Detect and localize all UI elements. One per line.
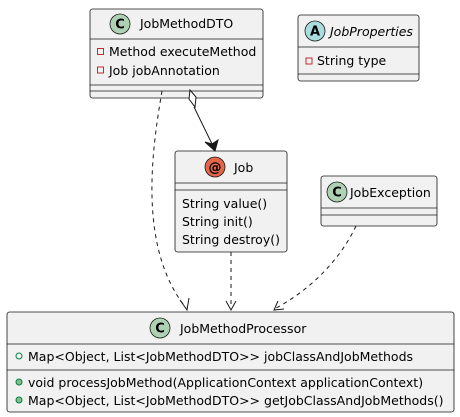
field: String type (317, 53, 387, 68)
aggregation-dto-to-job (188, 88, 219, 152)
field: Job jobAnnotation (108, 63, 220, 78)
class-name: Job (233, 160, 253, 175)
dependency-job-to-processor (225, 252, 237, 312)
method: String value() (182, 196, 267, 211)
field: Map<Object, List<JobMethodDTO>> jobClass… (28, 349, 413, 364)
class-jobexception: C JobException (320, 175, 438, 227)
method: String init() (182, 214, 253, 229)
private-field-icon (97, 48, 104, 55)
method: Map<Object, List<JobMethodDTO>> getJobCl… (28, 393, 444, 408)
private-field-icon (305, 57, 313, 65)
class-name: JobMethodDTO (139, 16, 233, 31)
public-method-icon (15, 396, 23, 404)
private-field-icon (97, 66, 104, 74)
public-method-icon (15, 378, 23, 386)
dependency-exception-to-processor (273, 225, 357, 311)
class-job: @ Job String value() String init() Strin… (174, 150, 288, 253)
class-badge-letter: A (310, 25, 320, 40)
class-badge-letter: C (155, 322, 165, 337)
class-badge-icon (326, 181, 348, 203)
class-badge-icon (109, 13, 131, 35)
class-jobproperties: A JobProperties String type (297, 14, 420, 82)
dependency-dto-to-processor (151, 90, 190, 312)
class-jobmethodprocessor: C JobMethodProcessor Map<Object, List<Jo… (6, 311, 455, 413)
public-field-icon (15, 352, 23, 360)
abstract-badge-icon (304, 20, 326, 42)
class-name: JobProperties (327, 24, 413, 39)
class-badge-letter: @ (209, 161, 222, 176)
class-name: JobMethodProcessor (179, 321, 307, 336)
field: Method executeMethod (109, 44, 256, 59)
aggregation-diamond-icon (188, 88, 197, 109)
class-badge-letter: C (115, 18, 125, 33)
class-badge-icon (149, 317, 171, 339)
annotation-badge-icon (204, 156, 226, 178)
arrowhead-icon (204, 138, 219, 152)
method: void processJobMethod(ApplicationContext… (28, 375, 423, 390)
class-name: JobException (349, 185, 431, 200)
class-badge-letter: C (332, 186, 342, 201)
class-jobmethoddto: C JobMethodDTO Method executeMethod Job … (89, 8, 264, 99)
method: String destroy() (182, 232, 280, 247)
